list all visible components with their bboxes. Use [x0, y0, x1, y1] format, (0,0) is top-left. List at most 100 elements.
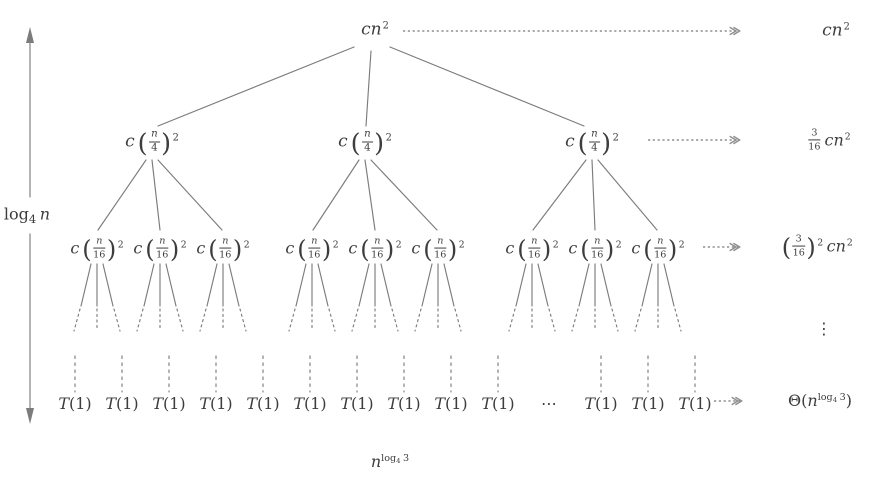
leaf-function: T: [584, 394, 595, 413]
fraction-numerator: n: [434, 236, 447, 249]
dashed-edge: [176, 308, 184, 332]
node-exponent: 2: [678, 239, 685, 251]
leaf-argument: (1): [398, 394, 421, 413]
edge: [389, 46, 585, 127]
leaf-row-ellipsis: ⋯: [541, 394, 557, 413]
fraction-denominator: 16: [654, 249, 667, 261]
node-exponent: 2: [615, 239, 622, 251]
solid-edge: [206, 263, 218, 307]
tree-leaf-node: T(1): [481, 396, 514, 412]
open-paren: (: [643, 235, 653, 264]
node-exponent: 2: [117, 239, 124, 251]
solid-edge: [80, 263, 92, 307]
solid-edge: [228, 263, 240, 307]
cost-row0-label: cn2: [822, 22, 850, 39]
close-paren: ): [321, 235, 332, 264]
fraction-numerator: 3: [792, 234, 805, 247]
cost-term: cn: [826, 236, 846, 256]
node-exponent: 2: [172, 132, 179, 144]
tree-leaf-node: T(1): [246, 396, 279, 412]
node-coefficient: c: [565, 131, 575, 152]
tree-leaf-node: T(1): [631, 396, 664, 412]
fraction-denominator: 16: [528, 249, 541, 261]
solid-edge: [443, 263, 455, 307]
open-paren: (: [145, 235, 155, 264]
root-child-edges: [157, 46, 585, 127]
solid-edge: [380, 263, 392, 307]
leaf-count-underbrace: [104, 427, 706, 446]
node-exponent: 2: [385, 132, 392, 144]
cost-vertical-ellipsis: ⋮: [816, 319, 832, 338]
edge: [365, 50, 372, 127]
node-exponent: 2: [243, 239, 250, 251]
log-argument: 3: [403, 453, 410, 465]
dashed-edge: [351, 308, 359, 332]
tree-leaf-node: T(1): [434, 396, 467, 412]
tree-leaf-node: T(1): [293, 396, 326, 412]
fraction-denominator: 16: [371, 249, 384, 261]
fraction-numerator: n: [371, 236, 384, 249]
leaf-argument: (1): [689, 394, 712, 413]
fraction-numerator: n: [362, 129, 373, 143]
dashed-edge: [113, 308, 121, 332]
leaf-argument: (1): [492, 394, 515, 413]
solid-edge: [578, 263, 590, 307]
tree-leaf-node: T(1): [340, 396, 373, 412]
leaf-function: T: [434, 394, 445, 413]
node-exponent: 2: [552, 239, 559, 251]
close-paren: ): [667, 235, 678, 264]
close-paren: ): [161, 128, 172, 158]
cost-term: n: [807, 391, 818, 410]
dashed-edge: [611, 308, 619, 332]
node-coefficient: c: [196, 238, 206, 258]
log-argument: 3: [839, 392, 846, 404]
log-text: log: [381, 453, 397, 465]
edge: [157, 159, 223, 231]
tree-height-double-arrow: [26, 27, 34, 424]
edge: [364, 159, 376, 231]
edge: [597, 159, 658, 231]
cost-term: cn: [824, 129, 844, 149]
node-exponent: 2: [332, 239, 339, 251]
fraction-numerator: n: [219, 236, 232, 249]
dashed-edge: [571, 308, 579, 332]
open-paren: (: [297, 235, 307, 264]
close-paren: ): [169, 235, 180, 264]
fraction-numerator: n: [528, 236, 541, 249]
fraction-numerator: n: [654, 236, 667, 249]
solid-edge: [317, 263, 329, 307]
fraction-denominator: 16: [434, 249, 447, 261]
fraction-denominator: 4: [364, 142, 371, 154]
leaf-argument: (1): [257, 394, 280, 413]
log-text: log: [817, 392, 833, 404]
leaf-argument: (1): [304, 394, 327, 413]
node-coefficient: c: [505, 238, 515, 258]
node-exponent: 2: [180, 239, 187, 251]
root-term: cn: [361, 19, 382, 40]
dashed-edge: [73, 308, 81, 332]
fraction-numerator: 3: [808, 128, 821, 141]
tree-root-node: cn2: [361, 21, 389, 38]
close-paren: ): [447, 235, 458, 264]
count-term: n: [370, 452, 382, 471]
open-paren: (: [360, 235, 370, 264]
per-level-cost-arrows: [403, 31, 740, 401]
fraction-denominator: 4: [151, 142, 158, 154]
root-exponent: 2: [382, 20, 389, 32]
node-coefficient: c: [285, 238, 295, 258]
node-coefficient: c: [411, 238, 421, 258]
fraction-denominator: 4: [591, 142, 598, 154]
